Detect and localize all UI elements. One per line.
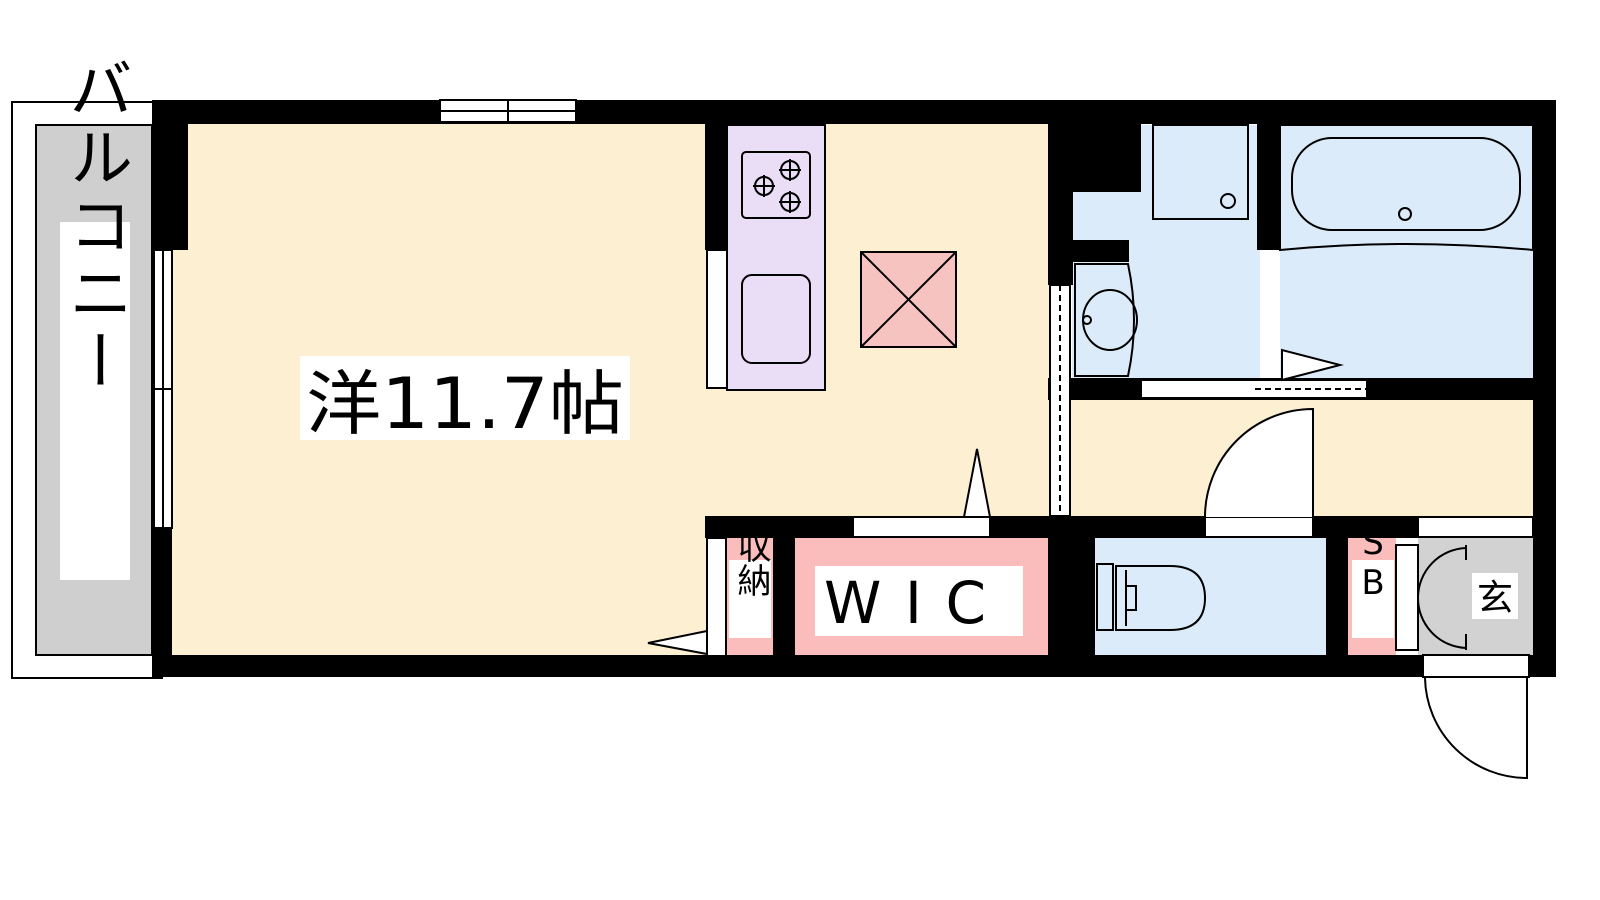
- wall-left-upper: [152, 100, 188, 250]
- openings: [153, 99, 1534, 678]
- door-swings: [1204, 407, 1528, 780]
- drain-icon: [1220, 193, 1236, 209]
- toilet-bowl: [1115, 565, 1207, 631]
- wall-left-lower: [152, 528, 172, 677]
- balcony-label-bg: [60, 222, 130, 580]
- wall-storage-wic-div: [773, 516, 795, 676]
- storage-label: 収納: [731, 529, 771, 597]
- bathtub-basin: [1291, 137, 1521, 231]
- wall-kitchen-side: [705, 120, 729, 250]
- bath-door: [1140, 379, 1368, 399]
- shoe-box-door-swing-lower: [1416, 596, 1467, 649]
- entrance-door-swing: [1424, 677, 1528, 780]
- wall-top: [152, 100, 1556, 124]
- wic-label-bg: [815, 566, 1023, 636]
- bathtub-outer: [1279, 124, 1534, 252]
- storage-label-bg: [729, 560, 771, 638]
- entrance-label: 玄: [1477, 578, 1513, 619]
- shoe-box-door-swing-upper: [1417, 547, 1467, 598]
- kitchen-sink: [741, 274, 811, 364]
- washroom-fixtures: [1074, 124, 1249, 377]
- washing-machine-pan: [1152, 124, 1249, 220]
- entrance-label-bg: [1472, 573, 1518, 619]
- wall-sb-right: [1396, 516, 1418, 538]
- wall-wash-shelf: [1072, 240, 1129, 262]
- wall-toilet-sb-div: [1326, 516, 1348, 676]
- balcony: バルコニー: [11, 56, 163, 679]
- sb-label: SB: [1353, 523, 1393, 603]
- bathtub: [1279, 124, 1534, 252]
- faucet-icon: [1082, 315, 1092, 325]
- wic-opening: [852, 516, 991, 538]
- bath-arrow-icon: [1281, 348, 1344, 382]
- fridge-space: [860, 251, 957, 348]
- storage-arrow-icon: [647, 629, 708, 656]
- main-room-label: 洋11.7帖: [306, 363, 624, 445]
- wic-arrow-icon: [962, 448, 992, 518]
- wic-label: WIC: [824, 569, 1014, 637]
- wall-wash-bath-div: [1257, 120, 1282, 250]
- sb-door: [1395, 544, 1419, 651]
- toilet: [1096, 563, 1207, 631]
- toilet-opening: [1204, 516, 1314, 538]
- toilet-tank: [1096, 563, 1114, 631]
- toilet-door-swing: [1204, 407, 1314, 518]
- kitchen-side-opening: [706, 249, 728, 389]
- storage-door: [706, 537, 727, 657]
- wall-bottom: [152, 655, 1556, 677]
- entrance-top-opening: [1417, 516, 1534, 538]
- wall-wic-toilet-div: [1048, 516, 1095, 676]
- kitchen: [726, 124, 826, 391]
- bathtub-drain-icon: [1398, 207, 1412, 221]
- burner-icon: [753, 159, 801, 213]
- balcony-label: バルコニー: [58, 56, 132, 396]
- arrows: [647, 348, 1344, 656]
- stove: [741, 151, 811, 219]
- entrance-door-opening: [1422, 654, 1530, 678]
- wall-wet-corner: [1048, 120, 1141, 192]
- main-room-label-bg: [300, 356, 630, 440]
- labels: 洋11.7帖 WIC 収納 SB 玄: [300, 356, 1518, 638]
- sb-label-bg: [1352, 560, 1394, 638]
